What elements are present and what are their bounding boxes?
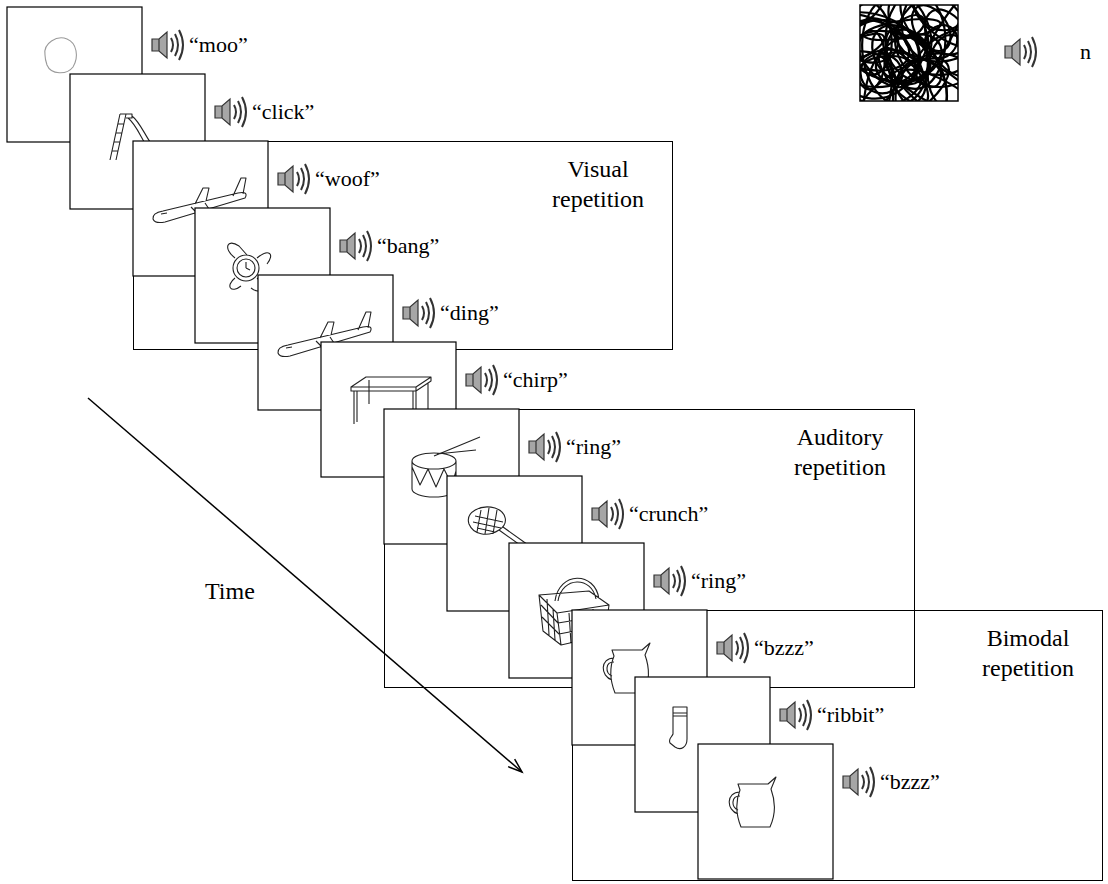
group-title: Bimodal repetition [968,623,1088,683]
stimulus-frame [698,744,833,879]
label-holder: “bzzz” [754,635,814,661]
scribble-loop [874,20,958,101]
speaker-waves [359,231,371,261]
label-holder: “woof” [315,166,380,192]
speaker-icon [466,365,497,395]
speaker-icon [403,298,434,328]
sound-word: “ring” [566,434,621,460]
sound-word: “ribbit” [817,702,884,728]
speaker-icon [717,633,748,663]
sound-word: “ring” [691,568,746,594]
label-holder: “moo” [189,32,248,58]
speaker-icon [1005,37,1036,67]
sound-word: “chirp” [503,367,568,393]
label-holder: n [1080,39,1091,65]
speaker-body [1005,39,1020,65]
speaker-body [278,166,293,192]
speaker-icon [529,432,560,462]
speaker-icon [340,231,371,261]
speaker-body [340,233,355,259]
line-drawing [45,38,77,73]
label-holder: Time [205,578,255,604]
scribble-loop [860,51,897,101]
speaker-waves [736,633,748,663]
speaker-waves [422,298,434,328]
speaker-waves [485,365,497,395]
sound-word: “bzzz” [880,769,940,795]
noise-frame [860,5,958,101]
label-holder: “ring” [566,434,621,460]
speaker-waves [297,164,309,194]
speaker-body [403,300,418,326]
label-holder: “ribbit” [817,702,884,728]
label-holder: “click” [252,99,314,125]
speaker-waves [799,700,811,730]
speaker-icon [278,164,309,194]
axis-label: Time [205,578,255,604]
speaker-waves [862,767,874,797]
speaker-icon [780,700,811,730]
speaker-body [529,434,544,460]
speaker-body [592,501,607,527]
label-holder: “bzzz” [880,769,940,795]
group-title: Auditory repetition [780,422,900,482]
speaker-waves [234,97,246,127]
speaker-waves [171,30,183,60]
sound-word: “moo” [189,32,248,58]
speaker-waves [548,432,560,462]
speaker-body [152,32,167,58]
group-title: Visual repetition [538,154,658,214]
speaker-icon [152,30,183,60]
time-arrow-head [508,759,522,772]
speaker-body [717,635,732,661]
speaker-icon [654,566,685,596]
speaker-icon [843,767,874,797]
scribble-loop [926,34,958,101]
frame-border [698,744,833,879]
sound-word: “woof” [315,166,380,192]
speaker-body [466,367,481,393]
speaker-body [780,702,795,728]
label-holder: “chirp” [503,367,568,393]
label-holder: “ring” [691,568,746,594]
label-holder: “bang” [377,233,439,259]
speaker-body [215,99,230,125]
noise-scribble [860,5,958,101]
sound-word: “bang” [377,233,439,259]
speaker-body [843,769,858,795]
line-drawing [729,777,776,827]
speaker-icon [215,97,246,127]
label-holder: “crunch” [629,501,708,527]
speaker-waves [1024,37,1036,67]
line-drawing [669,707,687,749]
speaker-waves [611,499,623,529]
speaker-body [654,568,669,594]
sound-word: “bzzz” [754,635,814,661]
sound-word: “click” [252,99,314,125]
sound-word: “ding” [440,300,499,326]
label-holder: “ding” [440,300,499,326]
sound-word: “crunch” [629,501,708,527]
speaker-icon [592,499,623,529]
sound-word: n [1080,39,1091,65]
speaker-waves [673,566,685,596]
